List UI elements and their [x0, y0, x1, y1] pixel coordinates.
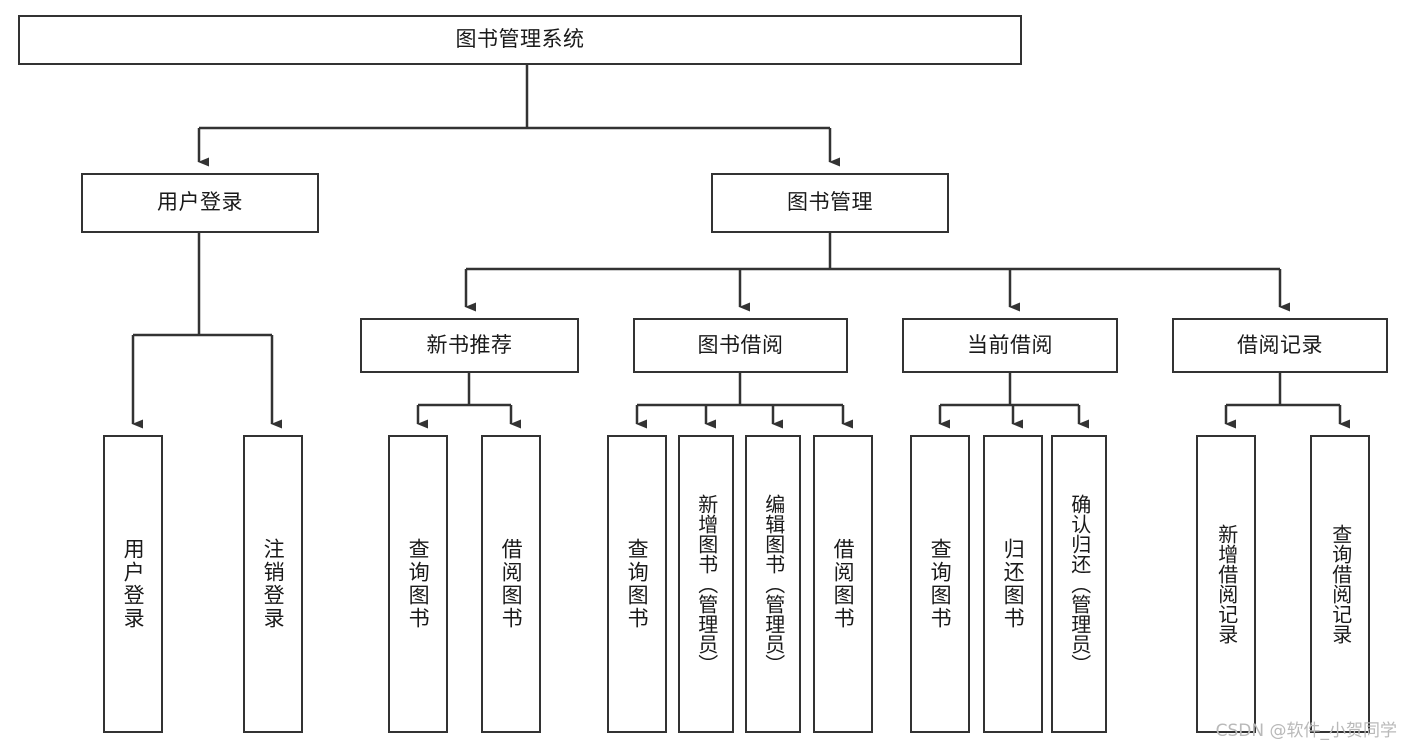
node-book-manage[interactable]: 图书管理	[711, 173, 949, 233]
node-leaf-logout[interactable]: 注销登录	[243, 435, 303, 733]
node-leaf-query-book-1[interactable]: 查询图书	[388, 435, 448, 733]
node-label: 查询借阅记录	[1328, 524, 1353, 644]
node-leaf-edit-book[interactable]: 编辑图书（管理员）	[745, 435, 801, 733]
node-label: 注销登录	[261, 538, 286, 630]
node-label: 新增借阅记录	[1214, 524, 1239, 644]
node-book-borrow[interactable]: 图书借阅	[633, 318, 848, 373]
node-label: 借阅图书	[499, 538, 524, 630]
node-leaf-return-book[interactable]: 归还图书	[983, 435, 1043, 733]
node-label: 借阅记录	[1237, 332, 1323, 357]
node-label: 用户登录	[157, 190, 243, 215]
node-leaf-query-book-3[interactable]: 查询图书	[910, 435, 970, 733]
node-label: 图书管理系统	[455, 27, 585, 52]
node-leaf-borrow-book-2[interactable]: 借阅图书	[813, 435, 873, 733]
node-label: 编辑图书（管理员）	[761, 494, 786, 674]
node-root[interactable]: 图书管理系统	[18, 15, 1022, 65]
node-label: 借阅图书	[831, 538, 856, 630]
node-label: 用户登录	[121, 538, 146, 630]
node-leaf-query-record[interactable]: 查询借阅记录	[1310, 435, 1370, 733]
node-leaf-query-book-2[interactable]: 查询图书	[607, 435, 667, 733]
node-new-book-recommend[interactable]: 新书推荐	[360, 318, 579, 373]
node-label: 查询图书	[406, 538, 431, 630]
node-label: 查询图书	[928, 538, 953, 630]
node-label: 新增图书（管理员）	[694, 494, 719, 674]
node-leaf-confirm-return[interactable]: 确认归还（管理员）	[1051, 435, 1107, 733]
node-borrow-record[interactable]: 借阅记录	[1172, 318, 1388, 373]
node-label: 当前借阅	[967, 332, 1053, 357]
connector-lines	[131, 65, 1350, 429]
node-leaf-borrow-book-1[interactable]: 借阅图书	[481, 435, 541, 733]
node-label: 新书推荐	[426, 332, 513, 357]
node-label: 图书管理	[787, 190, 873, 215]
node-label: 归还图书	[1001, 538, 1026, 630]
node-label: 图书借阅	[697, 332, 784, 357]
node-leaf-add-book[interactable]: 新增图书（管理员）	[678, 435, 734, 733]
node-user-login[interactable]: 用户登录	[81, 173, 319, 233]
node-current-borrow[interactable]: 当前借阅	[902, 318, 1118, 373]
node-label: 查询图书	[625, 538, 650, 630]
node-label: 确认归还（管理员）	[1067, 494, 1092, 674]
node-leaf-user-login[interactable]: 用户登录	[103, 435, 163, 733]
node-leaf-add-record[interactable]: 新增借阅记录	[1196, 435, 1256, 733]
